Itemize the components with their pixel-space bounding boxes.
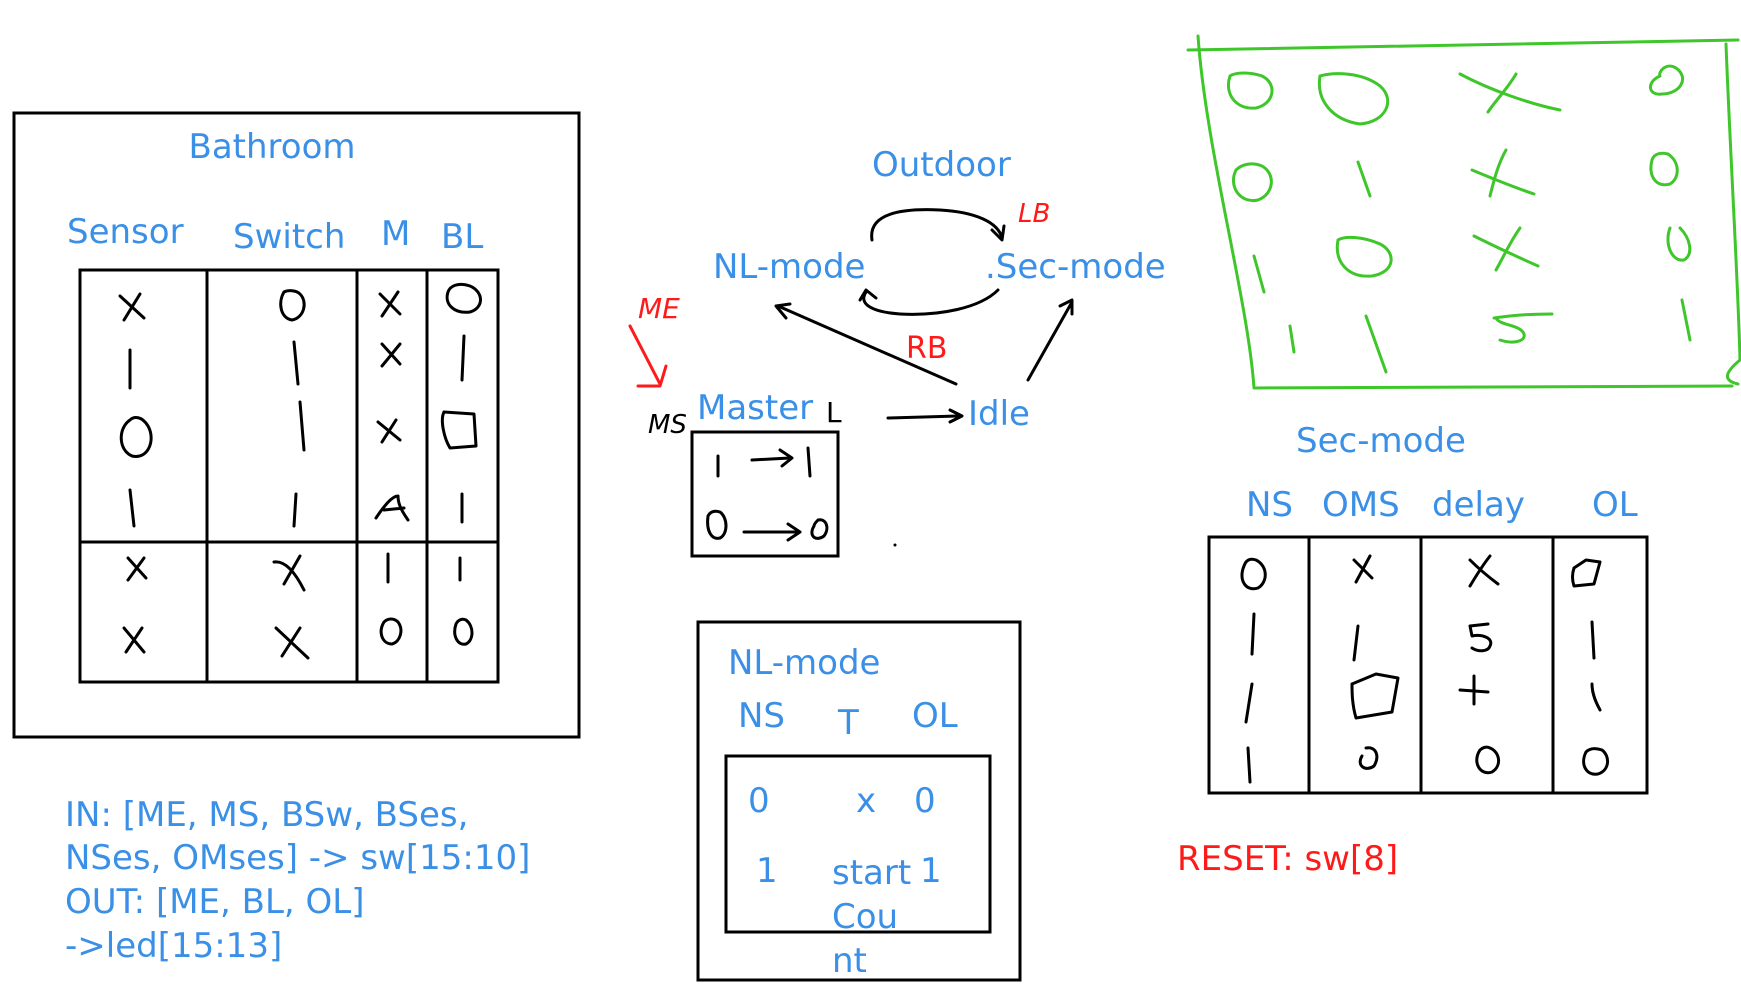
bathroom-frame xyxy=(12,111,581,739)
sec-oms-marks xyxy=(1350,554,1400,770)
sec-ol-marks xyxy=(1571,558,1609,776)
sec-header-oms: OMS xyxy=(1322,485,1400,525)
sketch-top-border xyxy=(1186,38,1740,52)
bathroom-header-bl: BL xyxy=(441,217,483,257)
bathroom-bl-marks xyxy=(440,282,482,646)
bathroom-sensor-marks xyxy=(118,292,153,654)
nl-cell-r2-t-line2: Cou xyxy=(832,897,898,937)
reset-note: RESET: sw[8] xyxy=(1177,839,1398,879)
nl-cell-r2-t-line1: start xyxy=(832,853,911,893)
nl-mode-frame xyxy=(696,620,1022,982)
io-line-1: IN: [ME, MS, BSw, BSes, xyxy=(65,795,468,835)
sec-mode-title: Sec-mode xyxy=(1296,421,1466,461)
sec-ns-marks xyxy=(1240,557,1267,784)
bathroom-switch-marks xyxy=(272,289,310,660)
sec-mode-table xyxy=(1207,535,1649,795)
sec-delay-marks xyxy=(1458,554,1500,775)
io-line-4: ->led[15:13] xyxy=(65,926,282,966)
bathroom-block: Bathroom Sensor Switch M BL xyxy=(12,111,581,739)
nl-mode-table xyxy=(724,754,992,934)
dot-mark xyxy=(893,543,897,547)
nl-cell-r2-t-line3: nt xyxy=(832,941,867,981)
sec-header-ns: NS xyxy=(1246,485,1293,525)
nl-cell-r2-ns: 1 xyxy=(756,851,778,891)
label-lb: LB xyxy=(1018,199,1050,229)
label-me: ME xyxy=(638,292,680,325)
label-ms: MS xyxy=(648,410,687,440)
io-line-3: OUT: [ME, BL, OL] xyxy=(65,882,365,922)
bathroom-header-m: M xyxy=(381,214,410,254)
green-sketch xyxy=(1186,34,1741,390)
transition-master-idle xyxy=(886,414,960,420)
fsm-diagram: Outdoor NL-mode .Sec-mode Master Idle LB… xyxy=(628,145,1166,558)
nl-mode-title: NL-mode xyxy=(728,643,880,683)
state-outdoor: Outdoor xyxy=(872,145,1011,185)
bathroom-m-marks xyxy=(374,290,410,646)
state-idle: Idle xyxy=(968,394,1030,434)
nl-mode-block: NL-mode NS T OL 0 x 0 1 start Cou nt 1 xyxy=(696,620,1022,982)
transition-rb xyxy=(862,288,1000,316)
transition-idle-nl xyxy=(776,304,958,386)
nl-header-t: T xyxy=(837,703,859,743)
state-nl-mode: NL-mode xyxy=(713,247,865,287)
transition-lb xyxy=(870,208,1004,242)
nl-cell-r1-ol: 0 xyxy=(914,781,936,821)
sec-header-delay: delay xyxy=(1432,485,1525,525)
nl-cell-r1-t: x xyxy=(856,781,876,821)
bathroom-header-sensor: Sensor xyxy=(67,212,184,252)
bathroom-title: Bathroom xyxy=(189,127,356,167)
sketch-frame xyxy=(1196,34,1734,390)
bathroom-table xyxy=(78,268,500,684)
nl-header-ns: NS xyxy=(738,696,785,736)
sec-mode-block: Sec-mode NS OMS delay OL xyxy=(1207,421,1649,795)
master-table xyxy=(690,430,840,558)
transition-idle-sec xyxy=(1026,300,1074,382)
bathroom-header-switch: Switch xyxy=(233,217,345,257)
nl-cell-r1-ns: 0 xyxy=(748,781,770,821)
nl-header-ol: OL xyxy=(912,696,958,736)
label-l: L xyxy=(826,396,842,429)
state-master: Master xyxy=(697,388,813,428)
label-rb: RB xyxy=(906,331,947,366)
nl-cell-r2-ol: 1 xyxy=(920,851,942,891)
io-notes: IN: [ME, MS, BSw, BSes, NSes, OMses] -> … xyxy=(65,795,530,966)
me-arrow xyxy=(628,324,662,386)
sec-header-ol: OL xyxy=(1592,485,1638,525)
state-sec-mode: .Sec-mode xyxy=(985,247,1166,287)
io-line-2: NSes, OMses] -> sw[15:10] xyxy=(65,838,530,878)
